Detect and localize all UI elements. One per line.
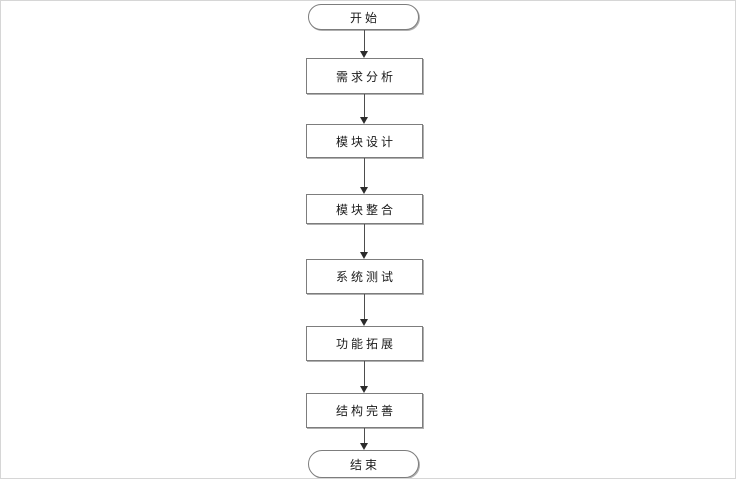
flow-node-structure-refinement: 结构完善 [306, 393, 423, 428]
arrow-down-icon [360, 51, 368, 58]
flow-arrow-module-integration-to-system-test [360, 224, 369, 259]
arrow-stem [364, 224, 365, 253]
arrow-down-icon [360, 319, 368, 326]
arrow-down-icon [360, 386, 368, 393]
flow-arrow-requirement-analysis-to-module-design [360, 94, 369, 124]
flow-node-start: 开始 [308, 4, 419, 30]
flow-node-module-design: 模块设计 [306, 124, 423, 158]
flow-node-module-integration: 模块整合 [306, 194, 423, 224]
flow-arrow-function-expansion-to-structure-refinement [360, 361, 369, 393]
arrow-down-icon [360, 443, 368, 450]
arrow-stem [364, 30, 365, 52]
arrow-stem [364, 428, 365, 444]
flow-node-requirement-analysis: 需求分析 [306, 58, 423, 94]
arrow-stem [364, 294, 365, 320]
arrow-stem [364, 158, 365, 188]
flow-node-function-expansion: 功能拓展 [306, 326, 423, 361]
flow-arrow-module-design-to-module-integration [360, 158, 369, 194]
arrow-down-icon [360, 187, 368, 194]
flow-node-end: 结束 [308, 450, 419, 478]
arrow-down-icon [360, 117, 368, 124]
arrow-down-icon [360, 252, 368, 259]
flow-arrow-start-to-requirement-analysis [360, 30, 369, 58]
flow-arrow-system-test-to-function-expansion [360, 294, 369, 326]
flow-arrow-structure-refinement-to-end [360, 428, 369, 450]
flow-node-system-test: 系统测试 [306, 259, 423, 294]
arrow-stem [364, 361, 365, 387]
arrow-stem [364, 94, 365, 118]
